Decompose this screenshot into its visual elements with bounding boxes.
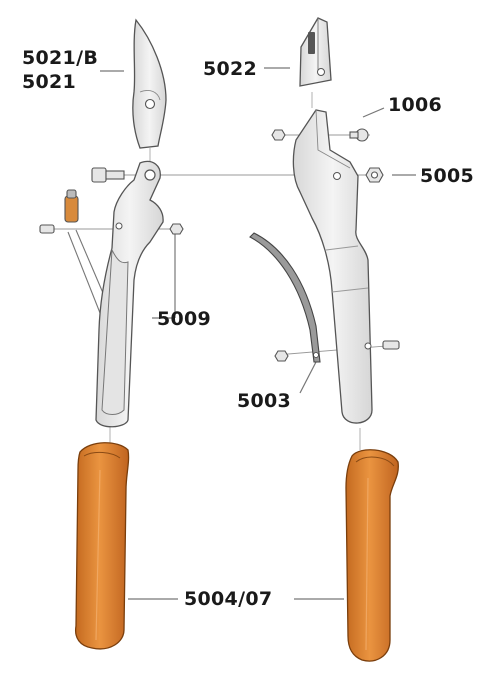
label-5021b: 5021/B: [22, 47, 99, 69]
leader-5003: [299, 361, 317, 394]
upper-blade: [132, 18, 167, 149]
leaf-spring: [249, 232, 321, 363]
label-1006: 1006: [388, 94, 443, 116]
leader-1006: [362, 107, 385, 118]
leader-5009-diagonal-a: [67, 231, 103, 319]
pivot-bolt-shank: [105, 170, 125, 180]
label-5009: 5009: [157, 308, 212, 330]
spring-pin-sleeve: [64, 195, 79, 223]
spring-nut: [274, 350, 289, 362]
spring-bolt: [382, 340, 400, 350]
hardware: [39, 128, 400, 362]
small-nut: [169, 223, 184, 235]
right-grip: [345, 449, 399, 662]
leader-5009-diagonal-b: [75, 229, 107, 301]
label-5003: 5003: [237, 390, 292, 412]
right-handle-frame: [292, 109, 373, 424]
left-grip: [74, 442, 130, 650]
label-5005: 5005: [420, 165, 475, 187]
label-5022: 5022: [203, 58, 258, 80]
screw-nut: [271, 129, 286, 141]
label-5021-group: 5021/B 5021: [22, 46, 98, 94]
label-5021: 5021: [22, 71, 77, 93]
small-screw: [39, 224, 55, 234]
left-handle-frame: [95, 160, 164, 428]
pivot-bolt-head: [91, 167, 107, 183]
label-5004-07: 5004/07: [184, 588, 273, 610]
anvil: [299, 17, 332, 87]
blade-pivot-hole: [144, 98, 156, 110]
